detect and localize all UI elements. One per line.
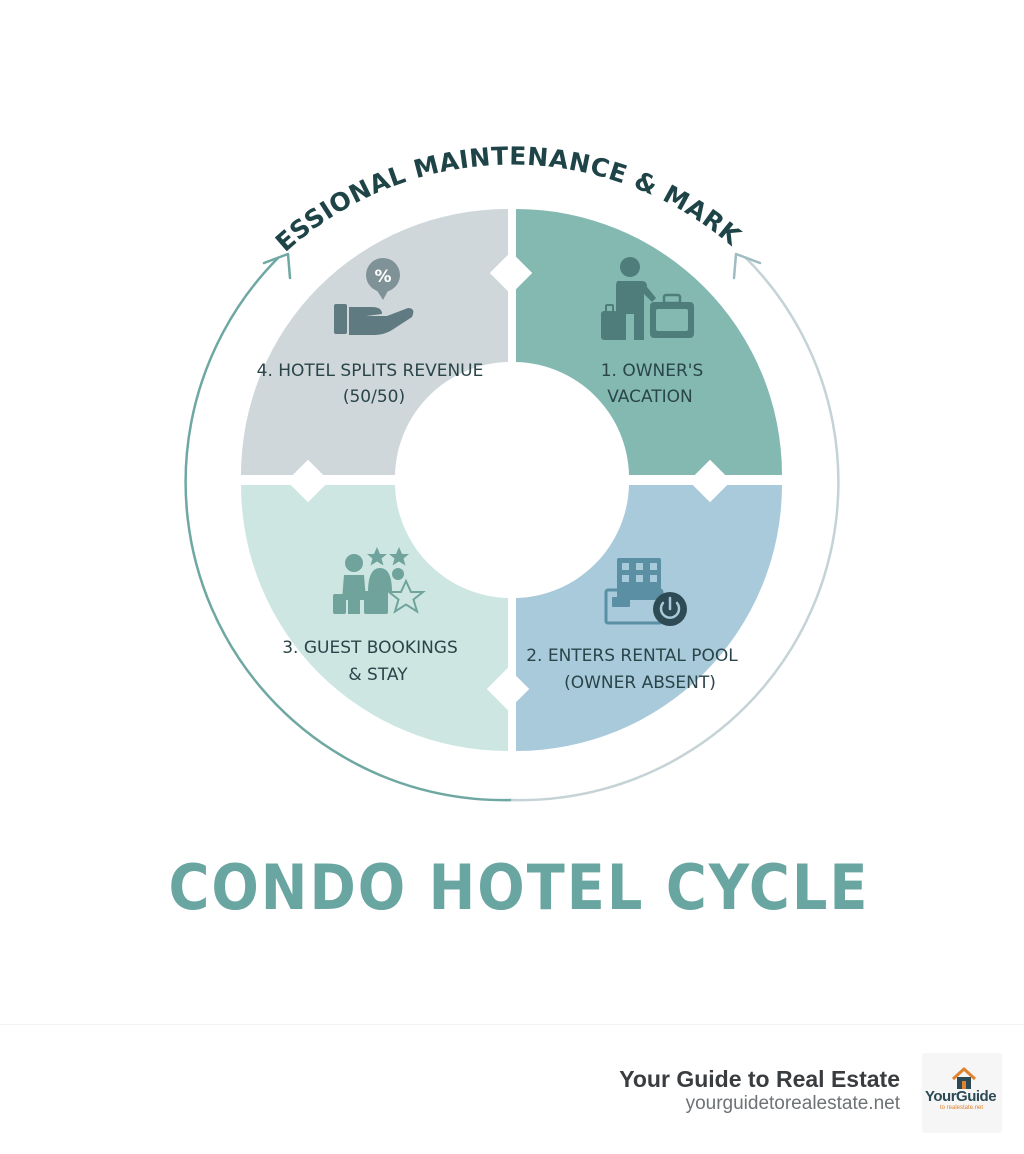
quadrant-1-owners-vacation xyxy=(516,209,782,475)
quadrant-4-revenue-split xyxy=(241,208,508,476)
house-logo-icon xyxy=(951,1067,977,1089)
footer-brand-text: Your Guide to Real Estate yourguidetorea… xyxy=(619,1066,900,1116)
condo-hotel-cycle-diagram: PROFESSIONAL MAINTENANCE & MARKETING % 4… xyxy=(0,0,869,924)
step-2-sublabel: (OWNER ABSENT) xyxy=(564,673,716,693)
brand-logo[interactable]: YourGuide to realestate.net xyxy=(922,1053,1002,1133)
footer: Your Guide to Real Estate yourguidetorea… xyxy=(0,1024,1024,1154)
quadrant-2-rental-pool xyxy=(516,485,782,751)
svg-text:%: % xyxy=(374,267,391,287)
cycle-arrow-right xyxy=(510,256,840,802)
step-3-sublabel: & STAY xyxy=(348,665,408,685)
step-4-label: 4. HOTEL SPLITS REVENUE xyxy=(257,361,484,381)
cycle-arrow-left xyxy=(184,256,514,802)
cycle-arrowhead-right xyxy=(732,252,762,280)
step-2-label: 2. ENTERS RENTAL POOL xyxy=(526,646,738,666)
cycle-arrowhead-left xyxy=(262,252,292,280)
brand-name: Your Guide to Real Estate xyxy=(619,1066,900,1092)
arc-label-maintenance-marketing: PROFESSIONAL MAINTENANCE & MARKETING xyxy=(0,0,747,257)
step-4-sublabel: (50/50) xyxy=(343,387,405,407)
step-3-label: 3. GUEST BOOKINGS xyxy=(282,638,458,658)
diagram-title: CONDO HOTEL CYCLE xyxy=(168,851,869,924)
quadrant-3-guest-bookings xyxy=(241,485,508,752)
hotel-power-icon xyxy=(604,558,687,626)
logo-subtext: to realestate.net xyxy=(940,1105,984,1111)
owner-luggage-icon xyxy=(601,257,694,340)
hand-percent-icon: % xyxy=(334,258,414,335)
connector-diamond xyxy=(286,459,330,503)
guests-stars-icon xyxy=(333,547,426,614)
step-1-label: 1. OWNER'S xyxy=(601,361,704,381)
logo-word: YourGuide xyxy=(925,1088,997,1105)
step-1-sublabel: VACATION xyxy=(607,387,693,407)
brand-url[interactable]: yourguidetorealestate.net xyxy=(685,1093,900,1114)
